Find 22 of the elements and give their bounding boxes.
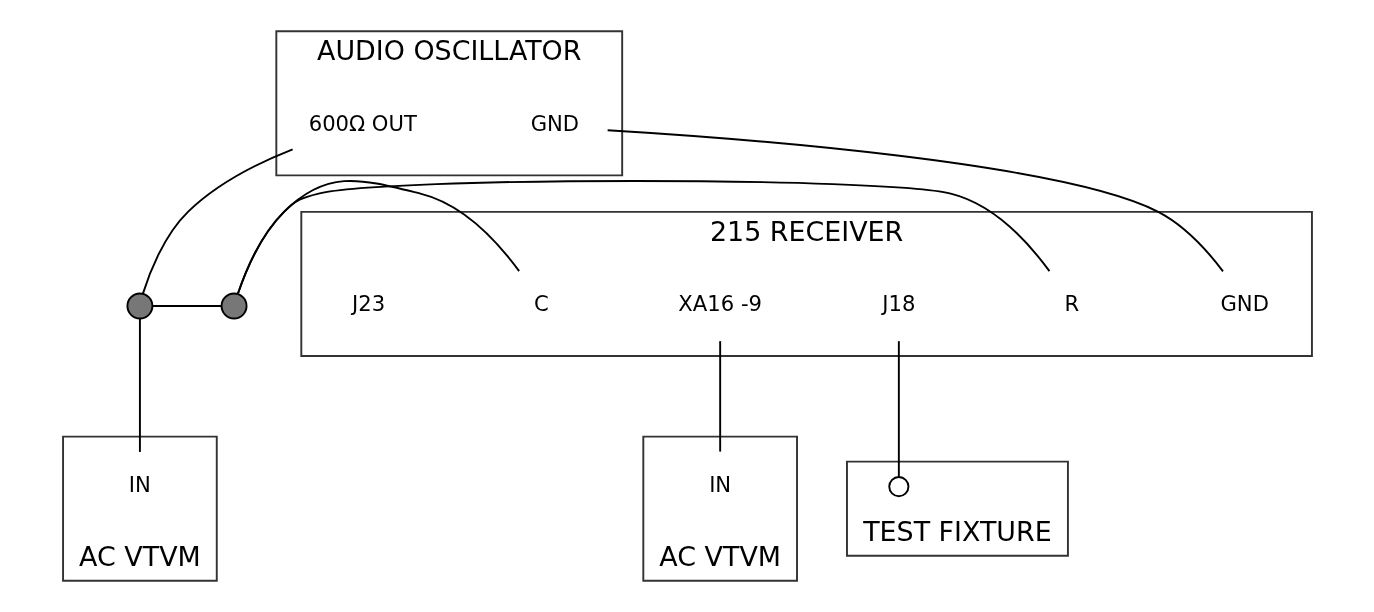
connector (141, 148, 294, 295)
label: J23 (351, 291, 385, 317)
cluster: TEST FIXTURE (845, 460, 1069, 557)
node-text: 600Ω OUT (308, 110, 417, 136)
connector (138, 318, 141, 453)
node-text: R (1063, 291, 1079, 317)
connector (718, 340, 721, 453)
node-text: C (533, 291, 549, 317)
node-text: GND (530, 110, 579, 136)
node-text: IN (708, 471, 731, 497)
connector (897, 340, 900, 478)
connector (236, 180, 520, 295)
connector (236, 179, 1050, 295)
node-text: GND (1219, 291, 1269, 317)
node-text: J18 (881, 291, 915, 317)
node-text: XA16 -9 (677, 291, 762, 317)
node-circle (220, 292, 247, 320)
node-text: IN (128, 471, 151, 497)
connector (150, 305, 222, 307)
node-circle (887, 476, 909, 498)
node-circle (125, 292, 153, 320)
connector (606, 129, 1224, 273)
